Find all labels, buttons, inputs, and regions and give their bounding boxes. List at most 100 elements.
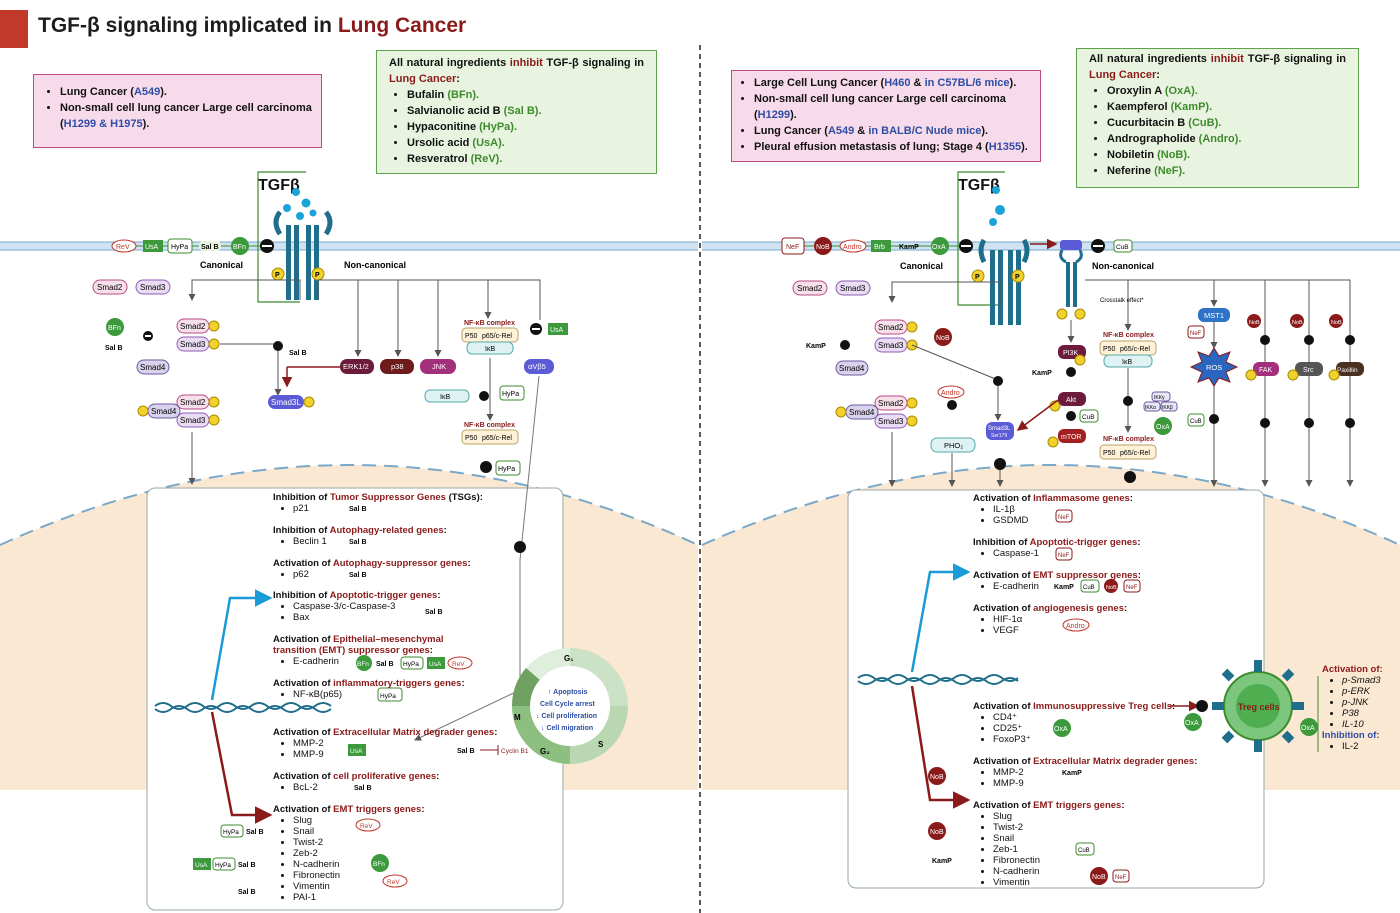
svg-text:OxA: OxA [1185, 720, 1199, 727]
gene-group-title: Activation of EMT triggers genes: [973, 800, 1125, 811]
svg-text:IKKβ: IKKβ [1162, 405, 1173, 411]
svg-text:TGFβ: TGFβ [958, 177, 1000, 194]
gene-item: NF-κB(p65) [293, 689, 465, 700]
gene-item: Snail [293, 826, 425, 837]
ingredient-abbr: (UsA). [472, 137, 505, 149]
membrane-inhibitors-right: NeF NoB Andro Brb KamP OxA CuB [781, 237, 1133, 255]
gene-item: p21 [293, 503, 483, 514]
svg-text:NoB: NoB [1331, 320, 1342, 326]
ingredient-abbr: (NoB). [1157, 149, 1191, 161]
gene-item: VEGF [993, 625, 1127, 636]
gene-item: MMP-2 [993, 767, 1197, 778]
noncanonical-label-right: Non-canonical [1092, 261, 1154, 271]
ingredient-item: Andrographolide (Andro). [1107, 131, 1346, 147]
gene-list: IL-1βGSDMD [973, 504, 1133, 526]
svg-text:HyPa: HyPa [498, 466, 515, 473]
svg-text:NeF: NeF [1115, 875, 1127, 881]
gene-group-title: Inhibition of Apoptotic-trigger genes: [973, 537, 1141, 548]
gene-group-title: Activation of Extracellular Matrix degra… [973, 756, 1198, 767]
treg-item: P38 [1342, 708, 1383, 719]
svg-text:IκB: IκB [440, 394, 450, 401]
svg-text:OxA: OxA [1156, 424, 1170, 431]
context-item: Non-small cell lung cancer Large cell ca… [754, 91, 1036, 123]
svg-text:Smad3: Smad3 [180, 416, 206, 425]
context-item: Non-small cell lung cancer Large cell ca… [60, 100, 313, 132]
svg-text:Andro: Andro [843, 244, 862, 251]
svg-text:ReV: ReV [452, 661, 465, 668]
nuclear-envelope-left [0, 463, 699, 546]
gene-list: HIF-1αVEGF [973, 614, 1127, 636]
gene-group-name: Extracellular Matrix degrader genes [333, 727, 495, 738]
ingredients-box-left: All natural ingredients inhibit TGF-β si… [376, 50, 657, 174]
svg-text:Sal B: Sal B [457, 748, 475, 755]
ingredient-abbr: (ReV). [470, 153, 503, 165]
svg-text:UsA: UsA [350, 748, 363, 755]
gene-group: Inhibition of Tumor Suppressor Genes (TS… [273, 492, 483, 514]
svg-text:NeF: NeF [1058, 515, 1070, 521]
ingredient-abbr: (KamP). [1170, 101, 1213, 113]
svg-text:CuB: CuB [1082, 414, 1095, 421]
gene-group-title: Activation of cell proliferative genes: [273, 771, 440, 782]
svg-text:BFn: BFn [373, 861, 385, 868]
svg-text:Sal B: Sal B [105, 345, 123, 352]
svg-text:Crosstalk effect*: Crosstalk effect* [1100, 298, 1144, 304]
gene-list: Beclin 1 [273, 536, 447, 547]
svg-text:Treg cells: Treg cells [1238, 702, 1280, 712]
svg-text:UsA: UsA [429, 661, 442, 668]
gene-item: Vimentin [293, 881, 425, 892]
svg-text:P50: P50 [465, 333, 478, 340]
gene-list: Caspase-3/c-Caspase-3Bax [273, 601, 440, 623]
treg-inhibition-title: Inhibition of: [1322, 730, 1380, 741]
svg-text:Smad3: Smad3 [840, 284, 866, 293]
ingredient-item: Cucurbitacin B (CuB). [1107, 115, 1346, 131]
svg-text:BFn: BFn [108, 325, 121, 332]
svg-text:HyPa: HyPa [215, 862, 231, 869]
header-accent-bar [0, 10, 28, 48]
noncanonical-label-left: Non-canonical [344, 260, 406, 270]
svg-text:Smad3: Smad3 [180, 340, 206, 349]
svg-text:BFn: BFn [233, 244, 246, 251]
gene-list: E-cadherin [973, 581, 1141, 592]
cell-line: A549 [827, 125, 855, 137]
svg-text:P: P [275, 272, 280, 279]
context-list-right: Large Cell Lung Cancer (H460 & in C57BL/… [736, 75, 1036, 155]
gene-group: Activation of Epithelial–mesenchymal tra… [273, 634, 463, 667]
svg-text:p65/c-Rel: p65/c-Rel [482, 435, 512, 442]
gene-group: Inhibition of Apoptotic-trigger genes:Ca… [273, 590, 440, 623]
model: in C57BL/6 mice [924, 77, 1010, 89]
ingredient-item: Neferine (NeF). [1107, 163, 1346, 179]
gene-list: MMP-2MMP-9 [973, 767, 1197, 789]
gene-group-name: angiogenesis genes [1033, 603, 1124, 614]
gene-item: p62 [293, 569, 471, 580]
svg-text:CuB: CuB [1116, 244, 1129, 251]
svg-text:Sal B: Sal B [238, 862, 256, 869]
gene-inhibitor-tags-right: NeF NeF KamP CuB NoB NeF Andro OxA KamP … [928, 509, 1141, 885]
ingredient-item: Salvianolic acid B (Sal B). [407, 103, 644, 119]
svg-text:G₂: G₂ [540, 747, 550, 756]
svg-text:NoB: NoB [1292, 320, 1303, 326]
svg-text:Brb: Brb [874, 244, 885, 251]
ingredient-item: Oroxylin A (OxA). [1107, 83, 1346, 99]
cell-membrane-left [0, 241, 698, 251]
gene-group: Activation of Autophagy-suppressor genes… [273, 558, 471, 580]
gene-item: Slug [293, 815, 425, 826]
page-title: TGF-β signaling implicated in Lung Cance… [38, 14, 467, 37]
treg-item: p-Smad3 [1342, 675, 1383, 686]
noncanonical-pathway-right: PI3K KamP Akt CuB mTOR Crosstalk effect*… [1016, 279, 1364, 487]
svg-text:IKKα: IKKα [1145, 405, 1156, 411]
svg-text:Sal B: Sal B [349, 539, 367, 546]
svg-text:↓ Cell migration: ↓ Cell migration [541, 725, 593, 732]
gene-item: PAI-1 [293, 892, 425, 903]
svg-text:Sal B: Sal B [238, 889, 256, 896]
svg-text:UsA: UsA [550, 327, 564, 334]
svg-text:p65/c-Rel: p65/c-Rel [482, 333, 512, 340]
treg-item: p-JNK [1342, 697, 1383, 708]
treg-item: p-ERK [1342, 686, 1383, 697]
svg-text:MST1: MST1 [1204, 311, 1224, 320]
gene-group-title: Activation of Autophagy-suppressor genes… [273, 558, 471, 569]
gene-group-name: EMT suppressor genes [1033, 570, 1138, 581]
svg-text:Smad3: Smad3 [878, 341, 904, 350]
gene-group-name: inflammatory-triggers genes [333, 678, 462, 689]
